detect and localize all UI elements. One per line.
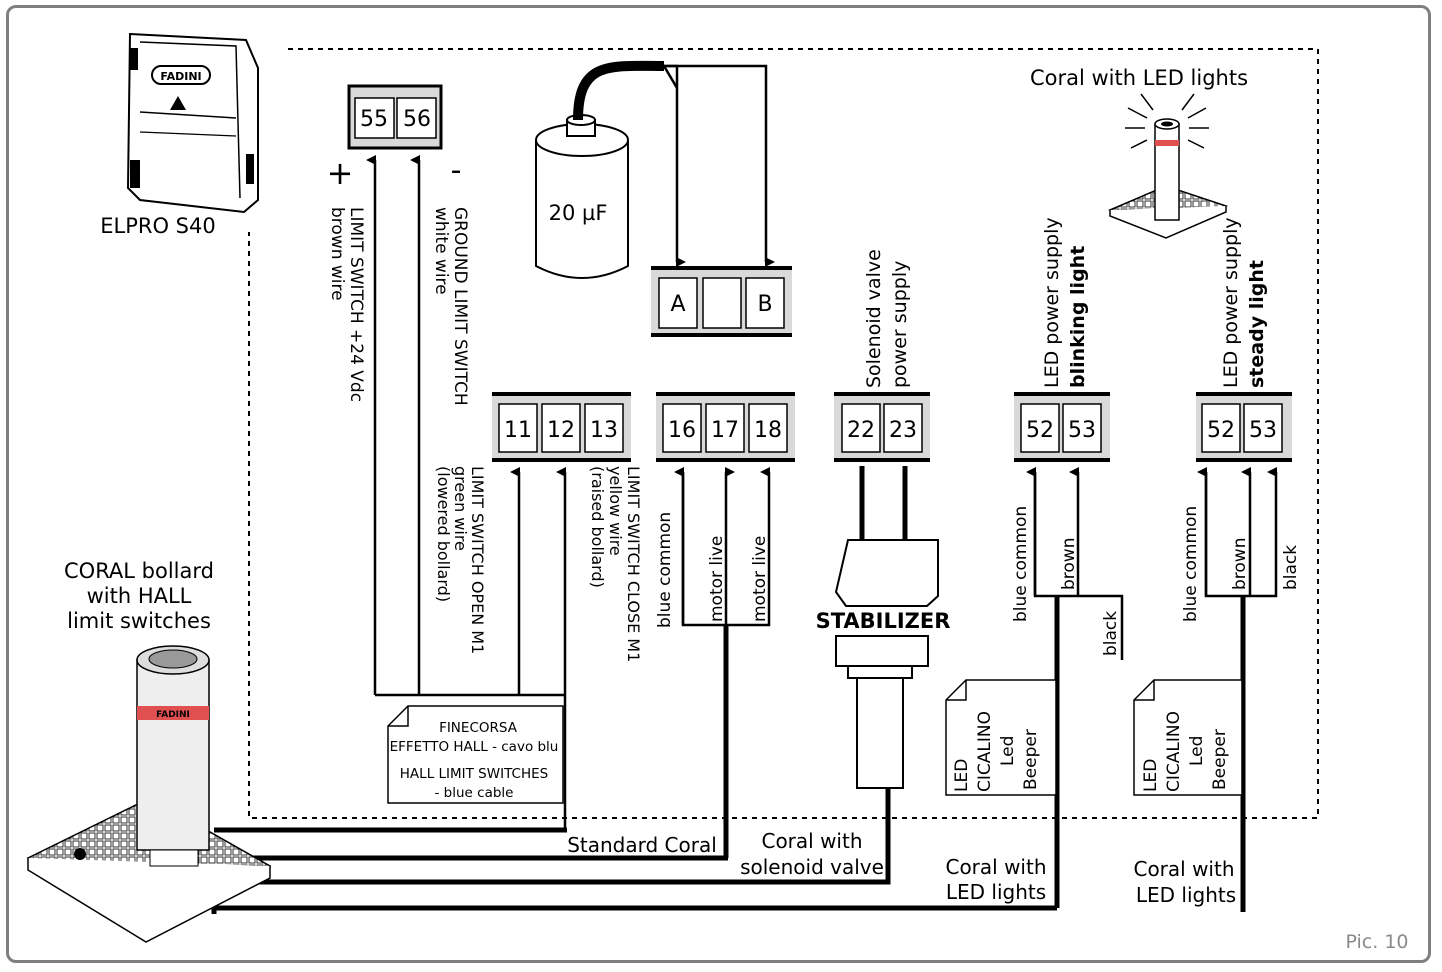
terminal-55: 55 xyxy=(360,107,388,132)
label-blue-common-2: blue common xyxy=(1011,506,1031,622)
note-line-4: - blue cable xyxy=(435,785,514,801)
stabilizer xyxy=(834,539,939,789)
led-note-2-line-1: LED xyxy=(1141,759,1161,792)
terminal-block-55-56: 55 56 xyxy=(347,84,443,150)
label-standard-coral: Standard Coral xyxy=(567,833,717,857)
led-note-1-line-1: LED xyxy=(952,759,972,792)
terminal-53-blinking: 53 xyxy=(1068,418,1096,443)
label-stabilizer: STABILIZER xyxy=(816,609,951,633)
label-white-wire: white wire xyxy=(431,207,451,295)
terminal-a: A xyxy=(670,292,685,317)
plus-sign: + xyxy=(327,154,354,192)
note-line-1: FINECORSA xyxy=(439,720,518,736)
label-brown-wire: brown wire xyxy=(327,207,347,301)
label-yellow-wire: yellow wire xyxy=(606,466,625,556)
label-limit-switch-24: LIMIT SWITCH +24 Vdc xyxy=(346,207,366,402)
label-brown-2: brown xyxy=(1230,538,1250,591)
capacitor xyxy=(535,60,665,279)
note-line-3: HALL LIMIT SWITCHES xyxy=(400,766,548,782)
label-led-coral-2b: LED lights xyxy=(1136,883,1236,907)
label-coral-bollard-3: limit switches xyxy=(67,609,211,633)
label-raised: (raised bollard) xyxy=(588,466,607,588)
hall-note-card: FINECORSA EFFETTO HALL - cavo blu HALL L… xyxy=(387,705,564,804)
label-lowered: (lowered bollard) xyxy=(434,466,453,602)
label-green-wire: green wire xyxy=(451,466,470,551)
label-motor-live-1: motor live xyxy=(707,536,727,622)
led-note-1-line-2: CICALINO xyxy=(975,711,995,792)
terminal-block-11-13: 11 12 13 xyxy=(492,392,631,462)
coral-led-bollard-icon xyxy=(1108,93,1229,239)
led-note-2-line-3: Led xyxy=(1187,736,1207,766)
terminal-52-blinking: 52 xyxy=(1026,418,1054,443)
terminal-12: 12 xyxy=(547,418,575,443)
enclosure-boundary xyxy=(248,48,1319,819)
capacitor-label: 20 µF xyxy=(549,201,608,225)
terminal-53-steady: 53 xyxy=(1249,418,1277,443)
label-solenoid-2: power supply xyxy=(889,261,911,388)
label-blue-common-3: blue common xyxy=(1181,506,1201,622)
label-blue-common-1: blue common xyxy=(655,512,675,628)
pic-label: Pic. 10 xyxy=(1345,931,1408,953)
label-led-coral-2a: Coral with xyxy=(1133,857,1234,881)
terminal-22: 22 xyxy=(847,418,875,443)
led-note-card-1: LED CICALINO Led Beeper xyxy=(945,679,1057,796)
label-brown-1: brown xyxy=(1059,538,1079,591)
terminal-block-16-18: 16 17 18 xyxy=(656,392,795,462)
label-black-1: black xyxy=(1101,611,1121,656)
label-coral-bollard-2: with HALL xyxy=(87,584,192,608)
label-close-m1: LIMIT SWITCH CLOSE M1 xyxy=(624,466,643,662)
terminal-52-steady: 52 xyxy=(1207,418,1235,443)
terminal-11: 11 xyxy=(504,418,532,443)
label-open-m1: LIMIT SWITCH OPEN M1 xyxy=(468,466,487,654)
elpro-s40-controller: FADINI xyxy=(126,32,259,214)
label-led-coral-1b: LED lights xyxy=(946,880,1046,904)
terminal-17: 17 xyxy=(711,418,739,443)
led-note-2-line-2: CICALINO xyxy=(1164,711,1184,792)
terminal-block-22-23: 22 23 xyxy=(834,392,930,462)
label-solenoid-coral-2: solenoid valve xyxy=(740,855,884,879)
led-note-1-line-4: Beeper xyxy=(1021,729,1041,790)
label-black-2: black xyxy=(1281,545,1301,590)
label-blinking: blinking light xyxy=(1067,246,1089,388)
terminal-block-52-53-blinking: 52 53 xyxy=(1014,392,1110,462)
label-coral-bollard-1: CORAL bollard xyxy=(64,559,214,583)
note-line-2: EFFETTO HALL - cavo blu xyxy=(390,739,559,755)
minus-sign: - xyxy=(451,153,462,188)
terminal-56: 56 xyxy=(403,107,431,132)
elpro-label: ELPRO S40 xyxy=(100,214,215,238)
label-motor-live-2: motor live xyxy=(750,536,770,622)
led-note-2-line-4: Beeper xyxy=(1210,729,1230,790)
terminal-23: 23 xyxy=(889,418,917,443)
label-coral-led-top: Coral with LED lights xyxy=(1030,66,1248,90)
terminal-16: 16 xyxy=(668,418,696,443)
label-solenoid-coral-1: Coral with xyxy=(761,829,862,853)
terminal-block-52-53-steady: 52 53 xyxy=(1196,392,1292,462)
label-steady: steady light xyxy=(1246,260,1268,388)
label-led-coral-1a: Coral with xyxy=(945,855,1046,879)
label-led-supply-steady: LED power supply xyxy=(1220,217,1242,388)
coral-hall-bollard-icon: FADINI xyxy=(26,645,272,943)
diagram-frame xyxy=(6,5,1431,963)
terminal-b: B xyxy=(757,292,772,317)
led-note-1-line-3: Led xyxy=(998,736,1018,766)
elpro-brand: FADINI xyxy=(160,70,201,83)
terminal-18: 18 xyxy=(754,418,782,443)
label-ground-limit: GROUND LIMIT SWITCH xyxy=(450,207,470,406)
label-led-supply-blink: LED power supply xyxy=(1041,217,1063,388)
terminal-block-a-b: A B xyxy=(651,266,792,337)
led-note-card-2: LED CICALINO Led Beeper xyxy=(1133,679,1243,796)
label-solenoid-1: Solenoid valve xyxy=(863,249,885,388)
terminal-13: 13 xyxy=(590,418,618,443)
bollard-brand: FADINI xyxy=(156,710,190,720)
